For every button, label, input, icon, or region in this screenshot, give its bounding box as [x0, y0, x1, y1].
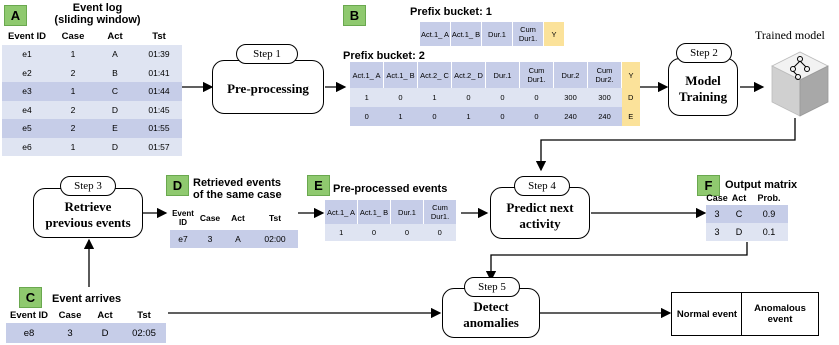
badge-c: C: [19, 287, 42, 308]
step1-tag: Step 1: [236, 44, 298, 64]
badge-d: D: [166, 175, 189, 196]
badge-e: E: [307, 175, 330, 196]
tree-network-icon: [771, 51, 829, 117]
bucket1-title: Prefix bucket: 1: [410, 6, 492, 18]
preprocessed-title: Pre-processed events: [333, 183, 448, 195]
table-row: e7 3 A 02:00: [170, 230, 298, 248]
normal-event-box: Normal event: [671, 292, 743, 336]
event-arrives-table: Event ID Case Act Tst e8 3 D 02:05: [6, 307, 166, 343]
step4-label-line2: activity: [519, 216, 561, 231]
badge-f: F: [697, 175, 720, 196]
table-row: 3 C 0.9: [706, 205, 788, 223]
output-matrix-title: Output matrix: [725, 179, 798, 191]
badge-a: A: [4, 5, 27, 26]
step3-label-line1: Retrieve: [64, 199, 112, 214]
step2-label-line2: Training: [678, 89, 728, 104]
step2-label-line1: Model: [685, 73, 721, 88]
trained-model-label: Trained model: [755, 28, 825, 42]
retrieved-title-line1: Retrieved events: [193, 177, 282, 189]
step3-box: Retrieve previous events: [33, 188, 143, 238]
col-header: Act: [107, 30, 123, 42]
step4-tag: Step 4: [514, 176, 570, 196]
preprocessed-table: Act.1_ A Act.1_ B Dur.1 Cum Dur1. 1 0 0 …: [325, 200, 456, 241]
retrieved-title-line2: of the same case: [193, 189, 282, 201]
event-log-header: Event ID Case Act Tst: [2, 27, 182, 45]
table-row: e8 3 D 02:05: [6, 323, 166, 343]
output-matrix-table: Case Act Prob. 3 C 0.9 3 D 0.1: [706, 191, 788, 241]
step3-tag: Step 3: [60, 176, 116, 196]
retrieved-table: Event ID Case Act Tst e7 3 A 02:00: [170, 206, 298, 248]
bucket1-header-row: Act.1_ A Act.1_ B Dur.1 Cum Dur1. Y: [420, 22, 564, 46]
retrieved-title: Retrieved events of the same case: [193, 177, 282, 201]
event-log-title-line1: Event log: [72, 2, 123, 14]
table-row: 1 0 0 0: [325, 224, 456, 241]
event-arrives-header: Event ID Case Act Tst: [9, 309, 151, 321]
bucket2-header-row: Act.1_ A Act.1_ B Act.2_ C Act.2_ D Dur.…: [350, 62, 640, 88]
step5-tag: Step 5: [464, 277, 520, 297]
step2-box: Model Training: [668, 58, 738, 116]
preprocessed-header-row: Act.1_ A Act.1_ B Dur.1 Cum Dur1.: [325, 200, 456, 224]
table-row: 0 1 0 1 0 0 240 240 E: [350, 107, 640, 126]
retrieved-header: Event ID Case Act Tst: [172, 209, 282, 227]
event-log-title-line2: (sliding window): [54, 14, 141, 26]
arrow-model-to-step4: [535, 118, 796, 172]
bucket2-title: Prefix bucket: 2: [343, 50, 425, 62]
event-log-title: Event log (sliding window): [40, 2, 155, 26]
event-arrives-title: Event arrives: [52, 293, 122, 305]
table-row: 1 0 1 0 0 0 300 300 D: [350, 88, 640, 107]
step1-box: Pre-processing: [212, 60, 324, 114]
step3-label-line2: previous events: [45, 215, 131, 230]
anomalous-event-box: Anomalous event: [741, 292, 819, 336]
col-header: Tst: [152, 30, 166, 42]
bucket2-table: Act.1_ A Act.1_ B Act.2_ C Act.2_ D Dur.…: [350, 62, 640, 126]
step2-tag: Step 2: [676, 43, 732, 63]
table-row: 3 D 0.1: [706, 223, 788, 241]
step5-label-line2: anomalies: [463, 315, 519, 330]
arrow-output-to-step5: [485, 242, 748, 282]
step4-label-line1: Predict next: [506, 200, 574, 215]
output-matrix-header: Case Act Prob.: [706, 193, 781, 203]
col-header: Event ID: [7, 30, 46, 42]
col-header: Case: [61, 30, 85, 42]
step5-label-line1: Detect: [473, 299, 509, 314]
bucket1-table: Act.1_ A Act.1_ B Dur.1 Cum Dur1. Y: [420, 22, 564, 46]
badge-b: B: [343, 5, 366, 26]
